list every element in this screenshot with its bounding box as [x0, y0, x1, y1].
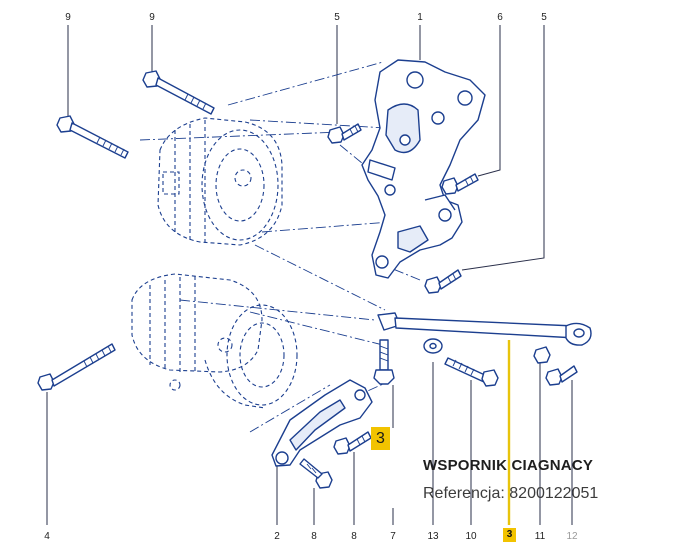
alternator-ghost-upper — [157, 117, 283, 246]
main-bracket — [361, 59, 486, 279]
label-7: 7 — [390, 531, 396, 542]
leader-lines — [46, 25, 573, 525]
part-callout-3[interactable]: 3 — [371, 427, 390, 450]
top-numbers: 9 9 5 1 6 5 — [65, 12, 547, 23]
bottom-numbers: 4 2 8 8 7 13 10 11 12 — [44, 531, 578, 542]
bolt-10 — [444, 357, 499, 387]
label-2: 2 — [274, 531, 280, 542]
label-8a: 8 — [311, 531, 317, 542]
label-11: 11 — [535, 531, 546, 542]
bolt-6 — [441, 173, 479, 195]
tie-rod — [377, 312, 592, 346]
washer-13 — [423, 338, 443, 354]
label-13: 13 — [427, 531, 439, 542]
bolt-4 — [37, 343, 116, 391]
label-1: 1 — [417, 12, 423, 23]
part-title: WSPORNIK CIAGNACY — [423, 457, 594, 474]
bolt-9a — [56, 115, 129, 159]
label-8b: 8 — [351, 531, 357, 542]
label-4: 4 — [44, 531, 50, 542]
part-reference: Referencja: 8200122051 — [423, 485, 598, 503]
label-5b: 5 — [541, 12, 547, 23]
label-3-highlighted[interactable]: 3 — [503, 528, 516, 542]
starter-ghost-lower — [131, 273, 298, 409]
label-5a: 5 — [334, 12, 340, 23]
bolt-8b — [299, 458, 333, 489]
bolt-8a — [333, 431, 372, 455]
bolt-vertical — [373, 339, 395, 385]
label-10: 10 — [465, 531, 477, 542]
bolt-9b — [142, 70, 215, 115]
label-12: 12 — [566, 531, 578, 542]
label-6: 6 — [497, 12, 503, 23]
lower-bracket — [271, 379, 373, 467]
bolt-12 — [545, 365, 578, 386]
nut-11 — [533, 346, 551, 364]
reference-number: 8200122051 — [509, 485, 599, 502]
bolt-5-upper — [327, 123, 362, 144]
label-9b: 9 — [149, 12, 155, 23]
label-9a: 9 — [65, 12, 71, 23]
bolt-5-lower — [424, 269, 462, 294]
reference-label: Referencja: — [423, 485, 505, 502]
